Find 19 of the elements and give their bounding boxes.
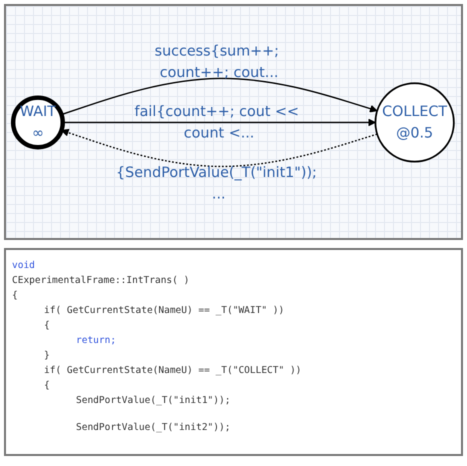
node-circle: WAIT ∞ (10, 95, 65, 150)
code-line: if( GetCurrentState(NameU) == _T("COLLECT" )) (43, 364, 302, 378)
code-line: { (12, 289, 19, 303)
code-line: return; (75, 334, 118, 348)
code-line: } (43, 349, 51, 363)
code-line: { (43, 379, 51, 393)
code-line: { (43, 319, 51, 333)
code-line: SendPortValue(_T("init2")); (75, 421, 232, 435)
code-line: if( GetCurrentState(NameU) == _T("WAIT" )) (43, 304, 286, 318)
arrow (61, 77, 378, 115)
code-line: void (12, 259, 36, 273)
arrow (62, 118, 376, 126)
edge-label: fail{count++; cout << count <... (134, 102, 300, 141)
arrow (61, 128, 378, 167)
node-circle: COLLECT @0.5 (374, 82, 455, 162)
code-line: SendPortValue(_T("init1")); (75, 394, 232, 408)
edge-label: {SendPortValue(_T("init1")); ... (116, 163, 317, 202)
code-line: CExperimentalFrame::IntTrans( ) (12, 274, 190, 288)
edge-label: success{sum++; count++; cout... (154, 42, 279, 80)
